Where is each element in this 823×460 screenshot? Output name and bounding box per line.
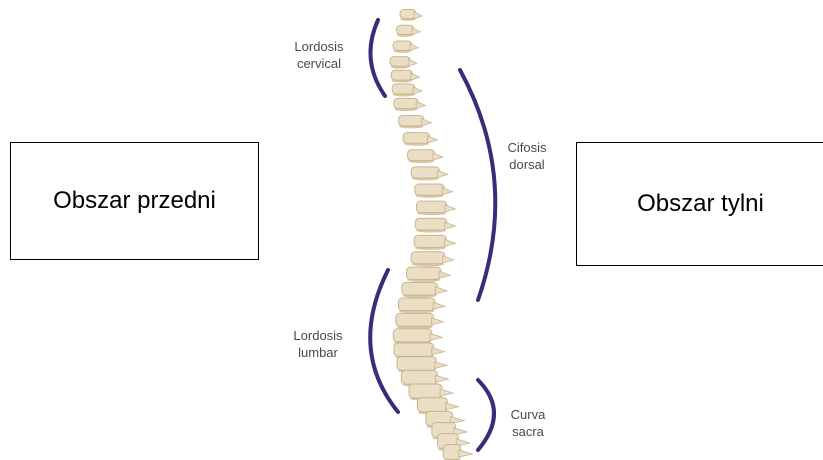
spinous-process <box>445 403 458 410</box>
anterior-region-label: Obszar przedni <box>53 187 216 215</box>
vertebra <box>398 298 435 311</box>
vertebra <box>396 313 434 326</box>
vertebra <box>408 150 435 161</box>
spinous-process <box>422 119 431 126</box>
spinous-process <box>412 28 420 35</box>
lumbar-lordosis-label: Lordosis lumbar <box>283 327 353 361</box>
vertebra <box>403 133 429 144</box>
vertebra <box>411 252 445 264</box>
spinous-process <box>439 271 450 278</box>
vertebra <box>415 184 444 195</box>
spinous-process <box>459 450 473 457</box>
lumbar-label-line2: lumbar <box>283 344 353 361</box>
spine-body <box>390 10 473 460</box>
sacral-curve-arc <box>478 380 494 450</box>
vertebra <box>417 398 447 412</box>
spinous-process <box>445 222 456 229</box>
sacral-label-line2: sacra <box>498 423 558 440</box>
posterior-region-box: Obszar tylni <box>576 142 823 266</box>
spinous-process <box>413 87 422 94</box>
vertebra <box>401 370 437 384</box>
spinous-process <box>430 333 442 340</box>
cervical-label-line2: cervical <box>284 55 354 72</box>
vertebra <box>394 343 434 356</box>
vertebra <box>417 201 447 212</box>
spinous-process <box>442 188 452 195</box>
dorsal-label-line1: Cifosis <box>492 139 562 156</box>
vertebra <box>391 70 413 80</box>
vertebra <box>397 357 436 371</box>
cervical-lordosis-label: Lordosis cervical <box>284 38 354 72</box>
dorsal-kyphosis-label: Cifosis dorsal <box>492 139 562 173</box>
spinous-process <box>443 256 454 263</box>
vertebra <box>443 445 461 460</box>
posterior-region-label: Obszar tylni <box>637 190 764 218</box>
spinous-process <box>411 73 420 80</box>
vertebra <box>394 98 418 108</box>
vertebra <box>407 267 442 279</box>
vertebra <box>402 283 438 296</box>
vertebra <box>399 115 424 125</box>
spinous-process <box>445 205 455 212</box>
dorsal-curve-arc <box>460 70 495 300</box>
spinous-process <box>435 287 447 294</box>
vertebra <box>392 84 415 94</box>
vertebra <box>390 57 410 67</box>
spinous-process <box>428 136 438 143</box>
sacral-curve-label: Curva sacra <box>498 406 558 440</box>
vertebra <box>414 235 446 247</box>
vertebra <box>409 384 442 398</box>
spinous-process <box>416 101 425 108</box>
spinous-process <box>408 59 417 66</box>
anterior-region-box: Obszar przedni <box>10 142 259 260</box>
spinous-process <box>433 153 443 160</box>
vertebra <box>393 329 432 342</box>
spinous-process <box>436 375 449 382</box>
spinous-process <box>445 239 456 246</box>
sacral-label-line1: Curva <box>498 406 558 423</box>
spinous-process <box>432 318 444 325</box>
cervical-curve-arc <box>370 20 385 96</box>
spinous-process <box>438 170 448 177</box>
spinous-process <box>414 12 422 19</box>
spinous-process <box>432 348 444 355</box>
lumbar-curve-arc <box>370 270 398 412</box>
lumbar-label-line1: Lordosis <box>283 327 353 344</box>
spinous-process <box>433 302 445 309</box>
cervical-label-line1: Lordosis <box>284 38 354 55</box>
spinous-process <box>434 361 447 368</box>
vertebra <box>415 218 446 230</box>
spinous-process <box>410 44 418 51</box>
vertebra <box>411 167 439 178</box>
dorsal-label-line2: dorsal <box>492 156 562 173</box>
vertebra <box>393 41 412 50</box>
vertebra <box>397 25 414 34</box>
spinous-process <box>440 389 453 396</box>
